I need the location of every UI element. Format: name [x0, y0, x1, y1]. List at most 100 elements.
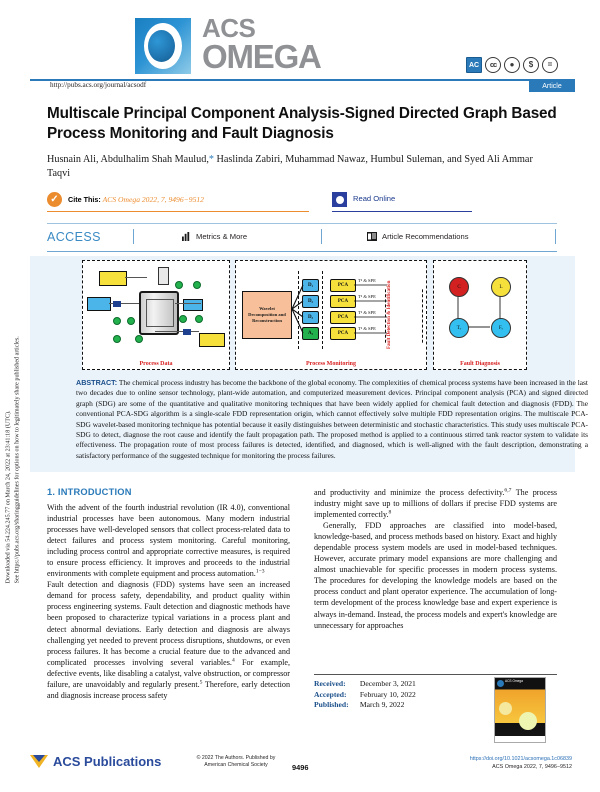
- author-line-1: Husnain Ali, Abdulhalim Shah Maulud,: [47, 154, 209, 165]
- read-online-group[interactable]: Read Online: [332, 192, 472, 212]
- stat-label-1: T² & SPE: [358, 278, 376, 283]
- wordmark-acs: ACS: [202, 13, 256, 43]
- outlet-instrument-box: [183, 299, 203, 311]
- intro-p2-end: Therefore, early detection and diagnosis…: [47, 679, 290, 700]
- right-p1-ref-2: 8: [388, 509, 392, 516]
- node-d2: D₂: [302, 295, 319, 308]
- cover-title: ACS Omega: [505, 679, 523, 683]
- cc-by-icon: ●: [504, 57, 520, 73]
- figure-panel-process-data: Process Data: [82, 260, 230, 370]
- copyright-line-1: © 2022 The Authors. Published by: [196, 755, 276, 761]
- page-title: Multiscale Principal Component Analysis-…: [47, 105, 557, 142]
- pipe-inlet: [109, 303, 139, 305]
- cite-citation: ACS Omega 2022, 7, 9496−9512: [102, 195, 204, 204]
- author-line-2: and Syed Ali Ammar Taqvi: [47, 154, 533, 179]
- right-p1-ref: 6,7: [504, 487, 512, 494]
- figure-panel-3-label: Fault Diagnosis: [460, 361, 500, 367]
- sensor-node: [195, 315, 203, 323]
- author-list: Husnain Ali, Abdulhalim Shah Maulud,* Ha…: [47, 153, 557, 181]
- intro-p2-cont: For example, defective events, like disa…: [47, 657, 291, 689]
- paragraph-right-2: Generally, FDD approaches are classified…: [314, 521, 557, 630]
- download-notice: Downloaded via 54.224.245.77 on March 24…: [0, 168, 30, 588]
- download-notice-line-1: Downloaded via 54.224.245.77 on March 24…: [5, 410, 12, 584]
- cite-this-label: Cite This:: [68, 195, 101, 204]
- abstract-band: Process Data Wavelet Decomposition and R…: [30, 256, 588, 472]
- fault-detection-label: Fault Detection & Identification: [387, 280, 392, 349]
- journal-reference: ACS Omega 2022, 7, 9496−9512: [492, 763, 572, 770]
- sdg-edges: [457, 297, 501, 328]
- url-bar-rule: [30, 79, 575, 81]
- right-p1-cont: The process industry might save up to mi…: [314, 488, 557, 520]
- recommendations-label: Article Recommendations: [382, 232, 469, 241]
- intro-p2-ref: 4: [231, 656, 235, 663]
- title-block: Multiscale Principal Component Analysis-…: [47, 104, 557, 181]
- feed-tag-box: [99, 271, 127, 286]
- check-icon: ✓: [47, 192, 62, 207]
- date-published: Published: March 9, 2022: [314, 700, 474, 711]
- node-d1: D₁: [302, 279, 319, 292]
- right-column-body: and productivity and minimize the proces…: [314, 487, 557, 631]
- download-notice-line-2: See https://pubs.acs.org/sharingguidelin…: [15, 336, 21, 584]
- license-icon-row: AC cc ● $ =: [466, 57, 558, 73]
- doi-link[interactable]: https://doi.org/10.1021/acsomega.1c06839: [469, 756, 572, 762]
- vent-stack-icon: [158, 267, 169, 285]
- abstract-label: ABSTRACT:: [76, 378, 118, 387]
- fanout-arrows: [292, 284, 304, 334]
- intro-p2-text: Fault detection and diagnosis (FDD) syst…: [47, 580, 290, 667]
- stat-arrows: [354, 284, 387, 334]
- pipe-outlet: [175, 303, 201, 305]
- figure-panel-1-label: Process Data: [139, 361, 173, 367]
- column-left: 1. INTRODUCTION With the advent of the f…: [47, 487, 290, 701]
- article-recommendations-link[interactable]: Article Recommendations: [367, 232, 469, 241]
- cite-underline: [47, 210, 309, 212]
- cc-nc-icon: $: [523, 57, 539, 73]
- access-link[interactable]: ACCESS: [47, 230, 101, 244]
- acs-publications-icon: [30, 755, 48, 768]
- journal-url[interactable]: http://pubs.acs.org/journal/acsodf: [50, 81, 147, 89]
- node-a3: A₃: [302, 327, 319, 340]
- bar-chart-icon: [182, 232, 190, 241]
- dates-divider: [314, 674, 557, 676]
- publication-dates: Received: December 3, 2021 Accepted: Feb…: [314, 679, 474, 711]
- accepted-value: February 10, 2022: [359, 689, 416, 699]
- stat-label-3: T² & SPE: [358, 310, 376, 315]
- figure-panel-2-label: Process Monitoring: [305, 361, 357, 367]
- metrics-and-more-link[interactable]: Metrics & More: [182, 232, 247, 241]
- journal-url-bar: http://pubs.acs.org/journal/acsodf Artic…: [30, 79, 575, 93]
- acs-omega-logo-icon: [135, 18, 193, 74]
- doi-block: https://doi.org/10.1021/acsomega.1c06839…: [470, 756, 572, 771]
- acs-publications-logo: ACS Publications: [30, 754, 161, 769]
- intro-p1-ref: 1−3: [255, 568, 265, 575]
- dashed-divider-2: [322, 271, 323, 349]
- journal-masthead: ACS OMEGA: [30, 8, 575, 80]
- access-bar-bottom-rule: [47, 250, 557, 252]
- abstract-body: The chemical process industry has become…: [76, 378, 588, 460]
- sensor-node: [113, 335, 121, 343]
- journal-wordmark: ACS OMEGA: [202, 13, 322, 73]
- sdg-node-fo: Fₒ: [491, 318, 511, 338]
- paragraph-intro-2: Fault detection and diagnosis (FDD) syst…: [47, 579, 290, 701]
- download-notice-text: Downloaded via 54.224.245.77 on March 24…: [5, 168, 24, 583]
- cc-nd-icon: =: [542, 57, 558, 73]
- fault-detection-hexagon: Fault Detection & Identification: [385, 269, 423, 363]
- cite-this-group[interactable]: ✓ Cite This: ACS Omega 2022, 7, 9496−951…: [47, 192, 309, 212]
- access-separator-1: [133, 229, 135, 244]
- sdg-node-c: C: [449, 277, 469, 297]
- column-right: and productivity and minimize the proces…: [314, 487, 557, 631]
- sdg-node-to: Tₒ: [449, 318, 469, 338]
- page-footer: ACS Publications © 2022 The Authors. Pub…: [0, 752, 600, 786]
- published-value: March 9, 2022: [359, 700, 405, 710]
- intro-p2-ref-2: 5: [199, 679, 203, 686]
- graphical-abstract-figure: Process Data Wavelet Decomposition and R…: [82, 260, 527, 372]
- cite-this-text: Cite This: ACS Omega 2022, 7, 9496−9512: [68, 194, 204, 205]
- cstr-vessel-icon: [139, 291, 179, 335]
- accepted-label: Accepted:: [314, 689, 347, 699]
- access-bar-top-rule: [47, 223, 557, 225]
- valve-outlet-icon: [183, 329, 191, 335]
- pipe-bottom: [155, 331, 199, 333]
- access-separator-2: [321, 229, 323, 244]
- pca-box-2: PCA: [330, 295, 356, 308]
- read-online-label[interactable]: Read Online: [353, 194, 396, 203]
- cite-bar: ✓ Cite This: ACS Omega 2022, 7, 9496−951…: [47, 192, 557, 214]
